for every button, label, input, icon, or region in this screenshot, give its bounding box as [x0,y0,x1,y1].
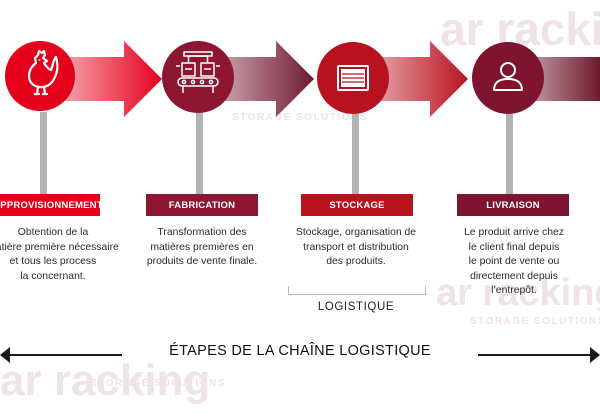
description-livraison: Le produit arrive chez le client final d… [464,227,564,297]
step-label-fabrication: FABRICATION [146,194,258,216]
step-label-livraison: LIVRAISON [457,194,569,216]
timeline-line-right [478,354,596,356]
rooster-icon [27,49,59,96]
connector-fabrication [196,112,203,196]
description-stockage: Stockage, organisation de transport et d… [295,227,417,268]
logistique-bracket [288,286,426,295]
person-icon [493,62,523,91]
connector-livraison [506,112,513,196]
factory-machine-icon [176,51,220,93]
timeline-left-arrowhead-icon [0,347,10,363]
circle-fabrication [162,41,234,113]
warehouse-shelf-icon [337,65,369,91]
description-approvisionnement: Obtention de la matière première nécessa… [0,227,119,282]
connector-approvisionnement [40,112,47,196]
description-fabrication: Transformation des matières premières en… [146,227,258,268]
timeline-line-left [4,354,122,356]
logistique-label: LOGISTIQUE [317,301,395,313]
timeline-right-arrowhead-icon [590,347,600,363]
step-label-stockage: STOCKAGE [301,194,413,216]
step-label-approvisionnement: APPROVISIONNEMENT [0,194,103,216]
timeline-title: ÉTAPES DE LA CHAÎNE LOGISTIQUE [169,343,431,359]
connector-stockage [352,112,359,196]
